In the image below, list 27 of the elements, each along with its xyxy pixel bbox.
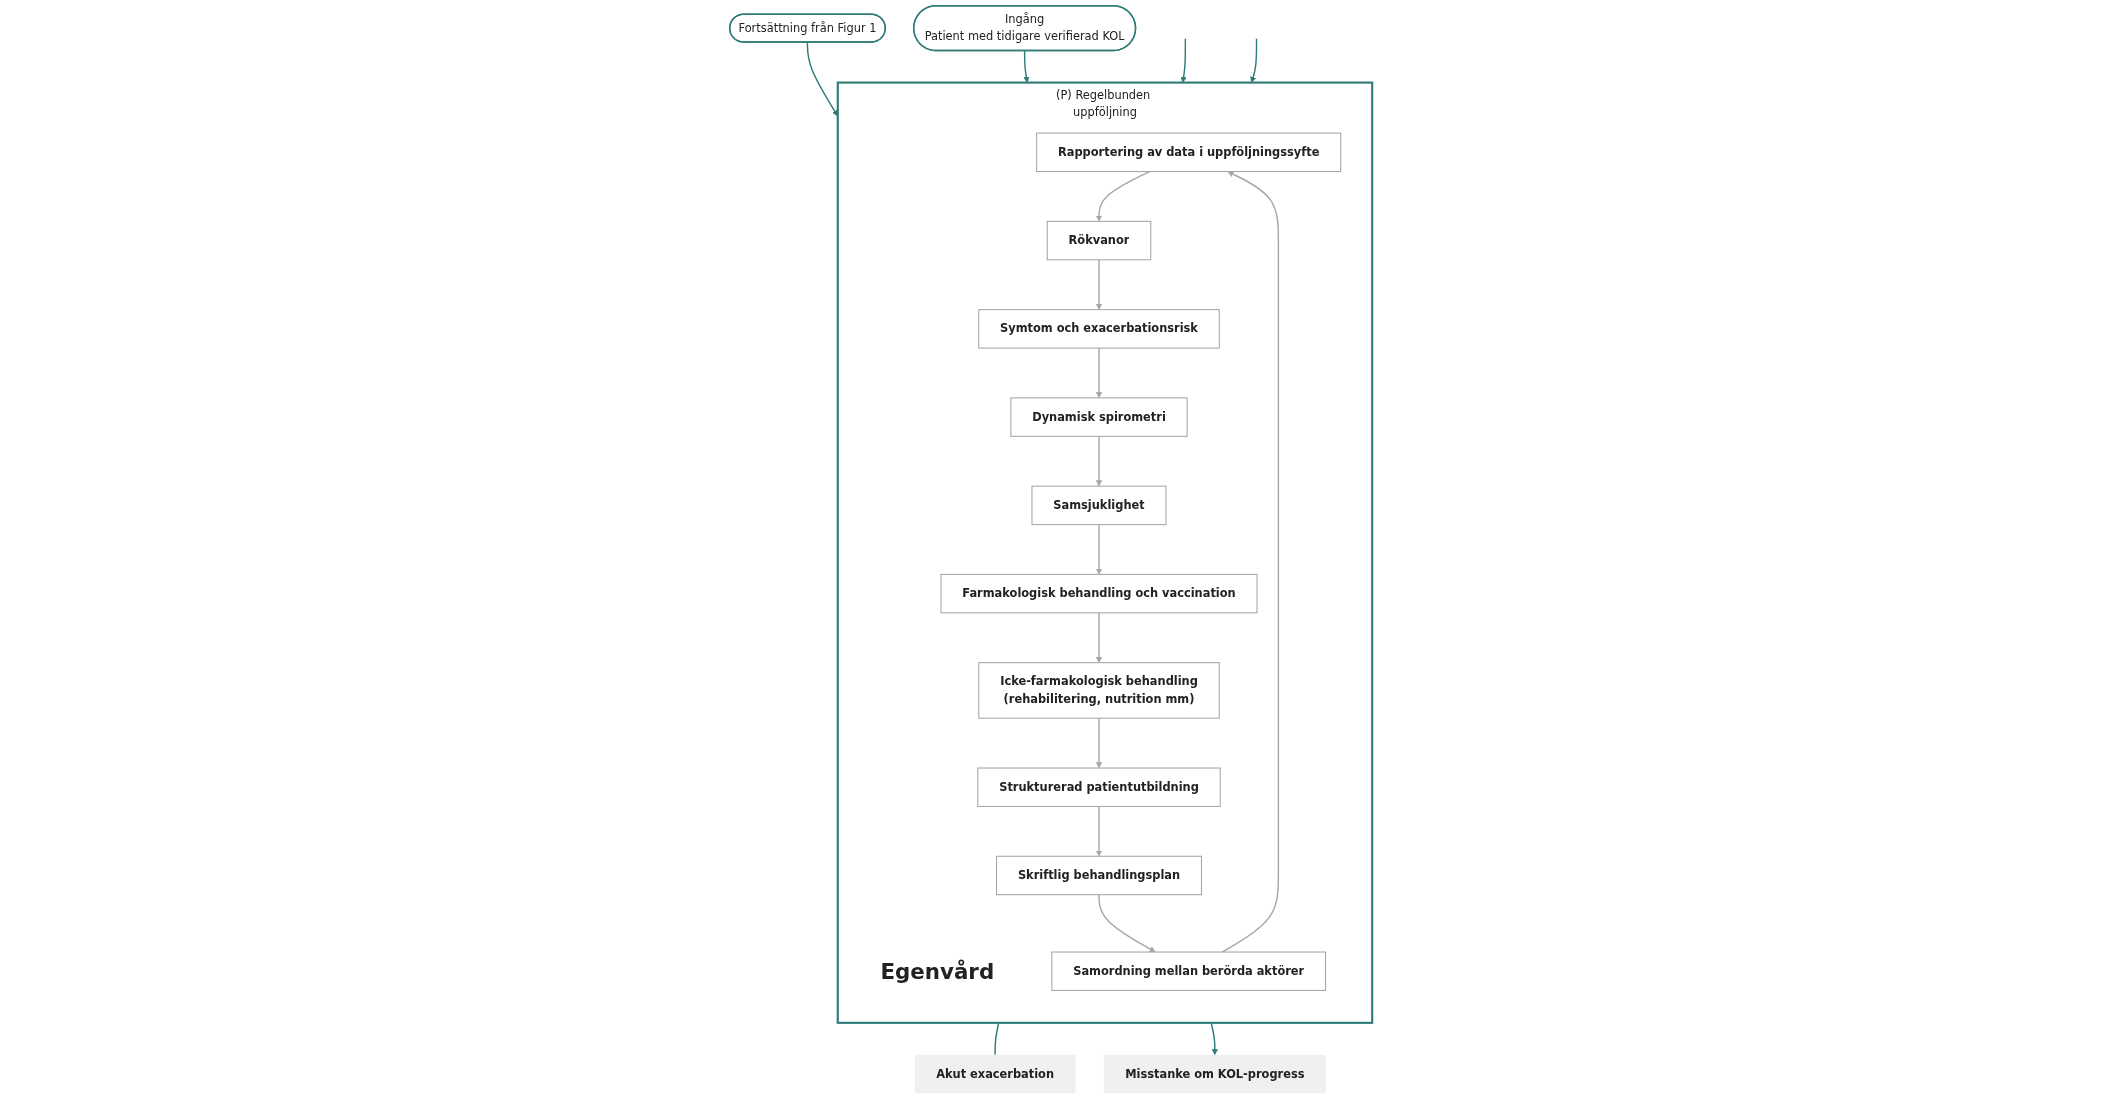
arrow [1095,435,1103,487]
node-box: Samsjuklighet [1031,485,1167,526]
node-box: Dynamisk spirometri [1010,397,1188,437]
node-box: Farmakologisk behandling och vaccination [940,573,1258,614]
node-text: Egenvård [880,958,995,984]
node-box: Misstanke om KOL-progress [1103,1054,1326,1094]
node-box: Rökvanor [1046,220,1152,261]
arrow [1250,38,1258,83]
arrow [1095,170,1151,222]
node-box: Akut exacerbation [914,1054,1076,1094]
arrow [1180,38,1187,83]
node-box: Symtom och exacerbationsrisk [978,309,1220,349]
arrow [1095,717,1103,769]
arrow [1023,49,1030,83]
arrow [1095,612,1103,663]
arrow [1210,1022,1219,1056]
arrow [1098,894,1156,953]
node-box: Samordning mellan berörda aktörer [1051,951,1327,991]
node-box: Rapportering av data i uppföljningssyfte [1036,132,1342,173]
node-box: Icke-farmakologisk behandling (rehabilitering, nutrition mm) [978,662,1220,719]
node-box: Strukturerad patientutbildning [977,767,1221,807]
arrow [1095,259,1103,310]
arrow [1095,805,1103,857]
arrow [1095,347,1103,399]
arrow [1095,523,1103,575]
node-box: Skriftlig behandlingsplan [996,855,1203,896]
arrow [1221,171,1280,953]
